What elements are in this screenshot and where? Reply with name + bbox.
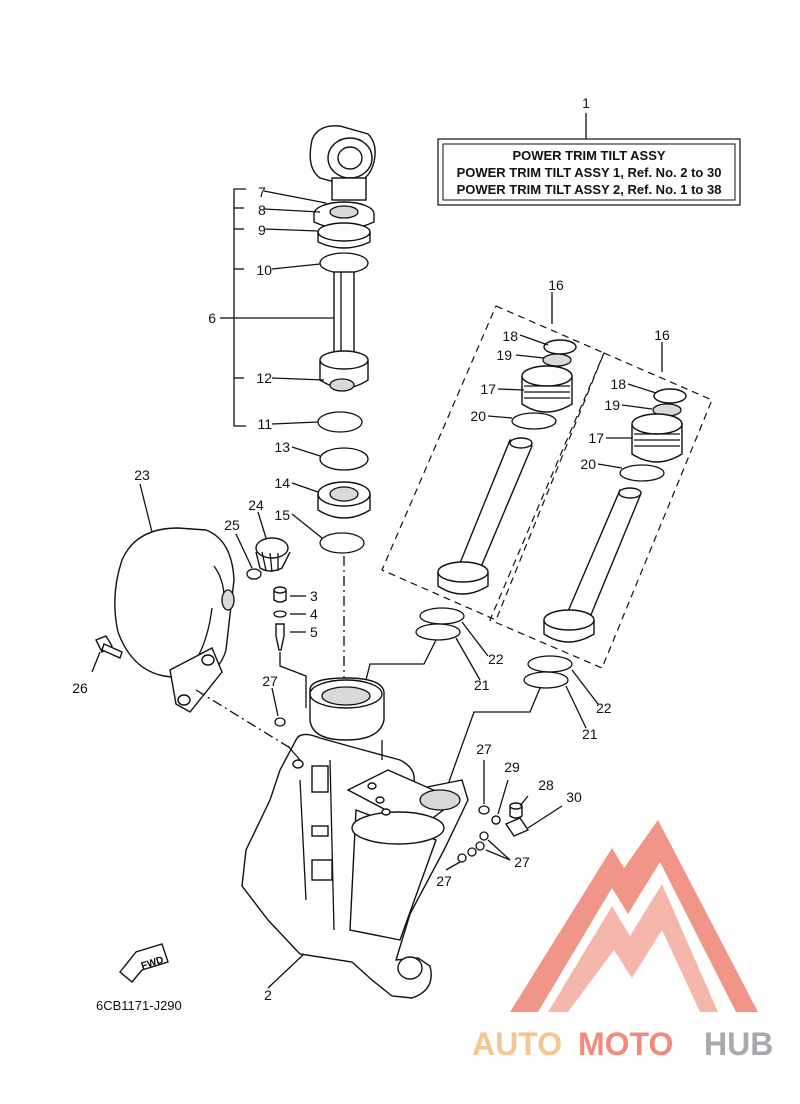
callout-27c: 27 bbox=[436, 873, 452, 889]
watermark-logo bbox=[510, 820, 758, 1012]
callout-2: 2 bbox=[264, 987, 272, 1003]
callout-28: 28 bbox=[538, 777, 554, 793]
watermark-auto: AUTO bbox=[472, 1026, 562, 1062]
callout-26: 26 bbox=[72, 680, 88, 696]
callout-3: 3 bbox=[310, 588, 318, 604]
legend-line-1: POWER TRIM TILT ASSY 1, Ref. No. 2 to 30 bbox=[457, 165, 722, 180]
callout-20b: 20 bbox=[580, 456, 596, 472]
callout-15: 15 bbox=[274, 507, 290, 523]
callout-10: 10 bbox=[256, 262, 272, 278]
callout-12: 12 bbox=[256, 370, 272, 386]
callout-27d: 27 bbox=[514, 854, 530, 870]
callout-5: 5 bbox=[310, 624, 318, 640]
callout-1: 1 bbox=[582, 95, 590, 111]
legend-box: POWER TRIM TILT ASSY POWER TRIM TILT ASS… bbox=[437, 113, 741, 206]
callout-6: 6 bbox=[208, 310, 216, 326]
callout-27b: 27 bbox=[476, 741, 492, 757]
callout-25: 25 bbox=[224, 517, 240, 533]
callout-11: 11 bbox=[257, 416, 272, 432]
watermark-moto: MOTO bbox=[578, 1026, 673, 1062]
callout-9: 9 bbox=[258, 222, 266, 238]
dashed-box-16a bbox=[381, 292, 605, 621]
callout-29: 29 bbox=[504, 759, 520, 775]
diagram-code: 6CB1171-J290 bbox=[96, 998, 182, 1013]
bolt-26 bbox=[91, 635, 301, 755]
leaders-right bbox=[365, 334, 657, 791]
watermark-text: AUTO MOTO HUB bbox=[472, 1026, 773, 1062]
callout-19a: 19 bbox=[496, 347, 512, 363]
callout-21a: 21 bbox=[474, 677, 490, 693]
callout-4: 4 bbox=[310, 606, 318, 622]
trim-rod-1 bbox=[415, 339, 577, 641]
callout-16a: 16 bbox=[548, 277, 564, 293]
trim-rod-2 bbox=[523, 388, 687, 689]
leaders-rod bbox=[234, 190, 334, 539]
callout-19b: 19 bbox=[604, 397, 620, 413]
bracket-6 bbox=[220, 188, 246, 427]
legend-title: POWER TRIM TILT ASSY bbox=[512, 148, 665, 163]
tilt-rod-assembly bbox=[309, 125, 376, 690]
o-rings-27 bbox=[271, 687, 511, 871]
callout-27a: 27 bbox=[262, 673, 278, 689]
callouts: 1 7 8 9 10 6 12 11 13 14 15 16 16 18 19 … bbox=[72, 95, 670, 1003]
callout-16b: 16 bbox=[654, 327, 670, 343]
callout-30: 30 bbox=[566, 789, 582, 805]
callout-23: 23 bbox=[134, 467, 150, 483]
callout-22b: 22 bbox=[596, 700, 612, 716]
filter-24 bbox=[235, 511, 291, 580]
callout-21b: 21 bbox=[582, 726, 598, 742]
callout-13: 13 bbox=[274, 439, 290, 455]
callout-24: 24 bbox=[248, 497, 264, 513]
callout-18b: 18 bbox=[610, 376, 626, 392]
callout-17a: 17 bbox=[480, 381, 496, 397]
motor-23 bbox=[114, 483, 235, 713]
dashed-box-16b bbox=[489, 342, 713, 669]
callout-22a: 22 bbox=[488, 651, 504, 667]
callout-8: 8 bbox=[258, 202, 266, 218]
main-body-2 bbox=[241, 677, 469, 999]
valve-parts-3-5 bbox=[273, 586, 307, 708]
callout-7: 7 bbox=[258, 184, 266, 200]
fwd-arrow: FWD bbox=[119, 943, 169, 983]
legend-line-2: POWER TRIM TILT ASSY 2, Ref. No. 1 to 38 bbox=[457, 182, 722, 197]
callout-17b: 17 bbox=[588, 430, 604, 446]
small-parts-28-30 bbox=[491, 779, 563, 837]
callout-14: 14 bbox=[274, 475, 290, 491]
callout-20a: 20 bbox=[470, 408, 486, 424]
callout-18a: 18 bbox=[502, 328, 518, 344]
watermark-hub: HUB bbox=[704, 1026, 773, 1062]
